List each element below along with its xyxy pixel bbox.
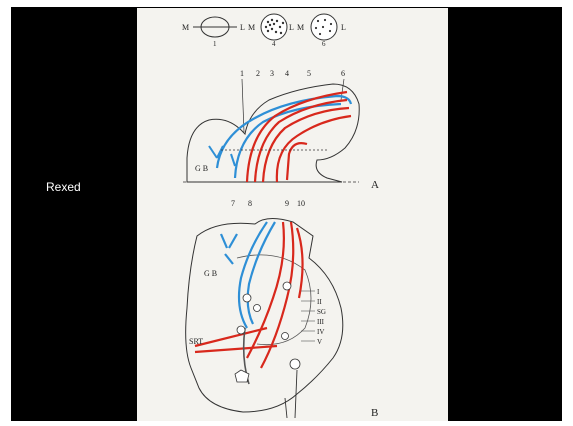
spinal-cord-diagram: M L 1 M L 4 M L 6 — [137, 8, 448, 421]
srt-label: SRT — [189, 337, 203, 346]
fiber-key: M L 1 M L 4 M L 6 — [182, 14, 346, 48]
dorsal-root-outline — [187, 84, 359, 182]
a-number-9: 9 — [285, 199, 289, 208]
neuron-g1 — [243, 294, 251, 302]
a-number-2: 2 — [256, 69, 260, 78]
panel-b: G B I I — [186, 218, 379, 419]
slide-caption: Rexed — [46, 180, 81, 194]
a-number-1: 1 — [240, 69, 244, 78]
srt-fiber-1 — [195, 328, 267, 346]
key-label-m3: M — [297, 23, 304, 32]
b-blue-branches — [221, 234, 237, 264]
panel-a-bottom-numbers: 7 8 9 10 — [231, 199, 305, 208]
b-blue-fiber-2 — [248, 222, 275, 324]
neuron-y — [290, 359, 300, 369]
lamina-v: V — [317, 338, 322, 346]
key-label-m2: M — [248, 23, 255, 32]
b-laminae: I II SG III IV V — [317, 288, 326, 346]
a-panel-label: A — [371, 179, 379, 191]
a-number-8: 8 — [248, 199, 252, 208]
panel-a-top-numbers: 1 2 3 4 5 6 — [240, 69, 345, 78]
a-blue-branches — [209, 146, 235, 166]
lamina-iii: III — [317, 318, 325, 326]
srt-fiber-2 — [195, 346, 277, 352]
a-number-5: 5 — [307, 69, 311, 78]
neuron-g4 — [282, 333, 289, 340]
a-number-4: 4 — [285, 69, 289, 78]
key-label-m1: M — [182, 23, 189, 32]
a-number-10: 10 — [297, 199, 305, 208]
b-panel-label: B — [371, 407, 378, 419]
neuron-s — [254, 305, 261, 312]
key-number-4: 4 — [272, 40, 276, 48]
a-fibers — [217, 92, 351, 182]
neuron-alpha — [235, 370, 249, 382]
b-descending-arrows — [285, 370, 297, 418]
a-number-3: 3 — [270, 69, 274, 78]
b-red-fiber-3 — [297, 228, 303, 298]
b-region-label: G B — [204, 269, 217, 278]
neuron-g3 — [237, 326, 245, 334]
a-number-6: 6 — [341, 69, 345, 78]
key-number-6: 6 — [322, 40, 326, 48]
lamina-iv: IV — [317, 328, 324, 336]
b-red-fiber-1 — [247, 222, 284, 358]
key-number-1: 1 — [213, 40, 217, 48]
key-label-l2: L — [289, 23, 294, 32]
a-number-7: 7 — [231, 199, 235, 208]
anatomy-figure: M L 1 M L 4 M L 6 — [137, 8, 448, 421]
lamina-i: I — [317, 288, 320, 296]
b-blue-fiber-1 — [239, 222, 267, 328]
panel-a: 1 2 3 4 5 6 G B — [183, 69, 379, 208]
lamina-leaders — [301, 291, 315, 341]
lamina-ii: II — [317, 298, 322, 306]
a-red-fiber-5 — [287, 143, 307, 180]
key-label-l3: L — [341, 23, 346, 32]
key-label-l1: L — [240, 23, 245, 32]
lamina-sg: SG — [317, 308, 326, 316]
neuron-g2 — [283, 282, 291, 290]
a-region-label: G B — [195, 164, 208, 173]
